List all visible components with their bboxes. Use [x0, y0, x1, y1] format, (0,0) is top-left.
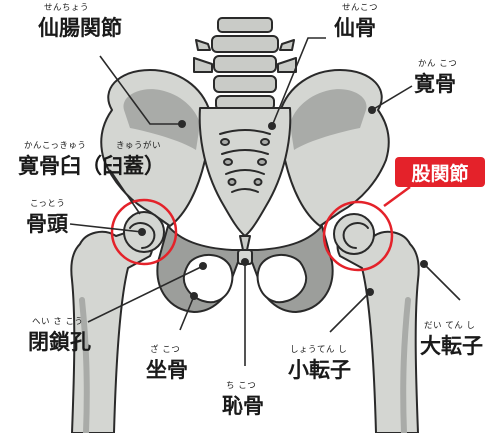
- sacrum-ruby: せんこつ: [342, 4, 378, 13]
- pubis-ruby: ち こつ: [226, 382, 256, 391]
- hip-joint-badge: 股関節: [395, 157, 485, 187]
- obturator-foramen-label: 閉鎖孔: [28, 332, 91, 353]
- femoral-head-label: 骨頭: [26, 214, 68, 235]
- right-ilium: [280, 70, 389, 226]
- obturator-ruby: へい さ こう: [32, 318, 83, 327]
- leader-lesser-trochanter: [330, 292, 370, 332]
- ischium-label: 坐骨: [146, 360, 188, 381]
- ilium-label: 寛骨: [414, 74, 456, 95]
- lesser-trochanter-label: 小転子: [288, 360, 351, 381]
- greater-trochanter-ruby: だい てん し: [424, 322, 475, 331]
- sacroiliac-joint-ruby: せんちょう: [44, 4, 89, 13]
- ischium-ruby: ざ こつ: [150, 346, 180, 355]
- sacrum-bone: [200, 108, 291, 250]
- sacroiliac-joint-label: 仙腸関節: [38, 18, 122, 39]
- ilium-ruby: かん こつ: [418, 60, 457, 69]
- right-femur: [334, 214, 428, 433]
- left-femur: [71, 212, 164, 433]
- acetabulum-ruby-left: かんこっきゅう: [24, 142, 86, 151]
- sacrum-label: 仙骨: [334, 18, 376, 39]
- pubis-label: 恥骨: [222, 396, 264, 417]
- femoral-head-ruby: こっとう: [30, 200, 65, 209]
- lumbar-vertebrae: [194, 18, 296, 110]
- hip-badge-connector: [384, 187, 410, 206]
- leader-greater-trochanter: [424, 264, 460, 300]
- acetabulum-label: 寛骨臼（臼蓋）: [18, 156, 165, 177]
- lesser-trochanter-ruby: しょうてん し: [290, 346, 347, 355]
- acetabulum-ruby-right: きゅうがい: [116, 142, 161, 151]
- greater-trochanter-label: 大転子: [420, 336, 483, 357]
